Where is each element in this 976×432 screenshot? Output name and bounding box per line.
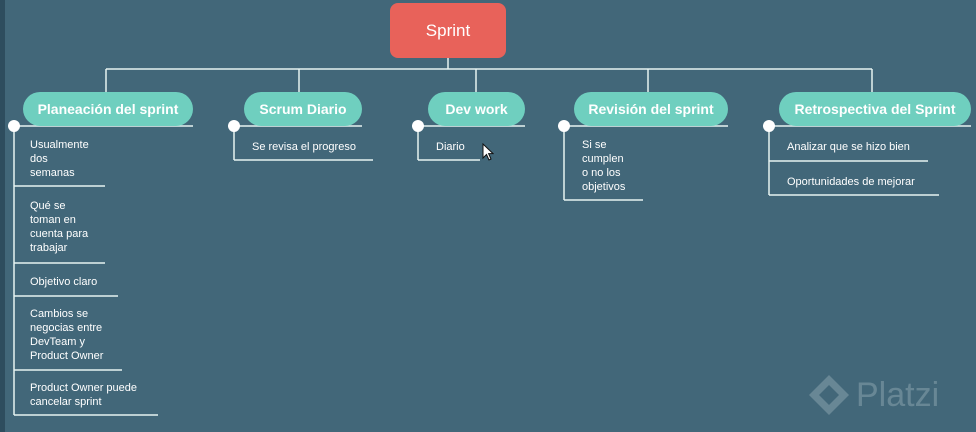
leaf-item[interactable]: Analizar que se hizo bien [787,141,910,153]
branch-scrum-diario[interactable]: Scrum Diario [244,92,362,126]
branch-dev-work[interactable]: Dev work [428,92,525,126]
watermark-text: Platzi [856,375,940,414]
leaf-item[interactable]: Diario [436,141,465,153]
branch-label: Scrum Diario [259,101,347,117]
root-node-label: Sprint [425,20,471,40]
branch-connector-dot [228,120,240,132]
platzi-logo-icon [809,375,849,415]
leaf-item[interactable]: Objetivo claro [30,276,98,288]
platzi-watermark: Platzi [806,372,939,418]
leaf-item[interactable]: Se revisa el progreso [252,141,356,153]
branch-revision-del-sprint[interactable]: Revisión del sprint [574,92,728,126]
leaf-item[interactable]: Cambios se negocias entre DevTeam y Prod… [30,308,104,362]
branch-connector-dot [763,120,775,132]
branch-connector-dot [558,120,570,132]
branch-label: Planeación del sprint [37,101,179,117]
branch-planeacion-del-sprint[interactable]: Planeación del sprint [23,92,193,126]
branch-label: Revisión del sprint [588,101,714,117]
branch-label: Dev work [445,101,508,117]
branch-label: Retrospectiva del Sprint [794,101,956,117]
leaf-item[interactable]: Oportunidades de mejorar [787,176,915,188]
leaf-item[interactable]: Usualmente dos semanas [30,139,89,179]
leaf-item[interactable]: Qué se toman en cuenta para trabajar [30,200,89,254]
leaf-item[interactable]: Product Owner puede cancelar sprint [30,382,138,408]
leaf-item[interactable]: Si se cumplen o no los objetivos [582,139,626,193]
branch-connector-dot [8,120,20,132]
mouse-cursor-icon [482,143,494,161]
root-node-sprint[interactable]: Sprint [390,3,506,58]
window-left-edge [0,0,5,432]
branch-retrospectiva-del-sprint[interactable]: Retrospectiva del Sprint [779,92,971,126]
branch-connector-dot [412,120,424,132]
